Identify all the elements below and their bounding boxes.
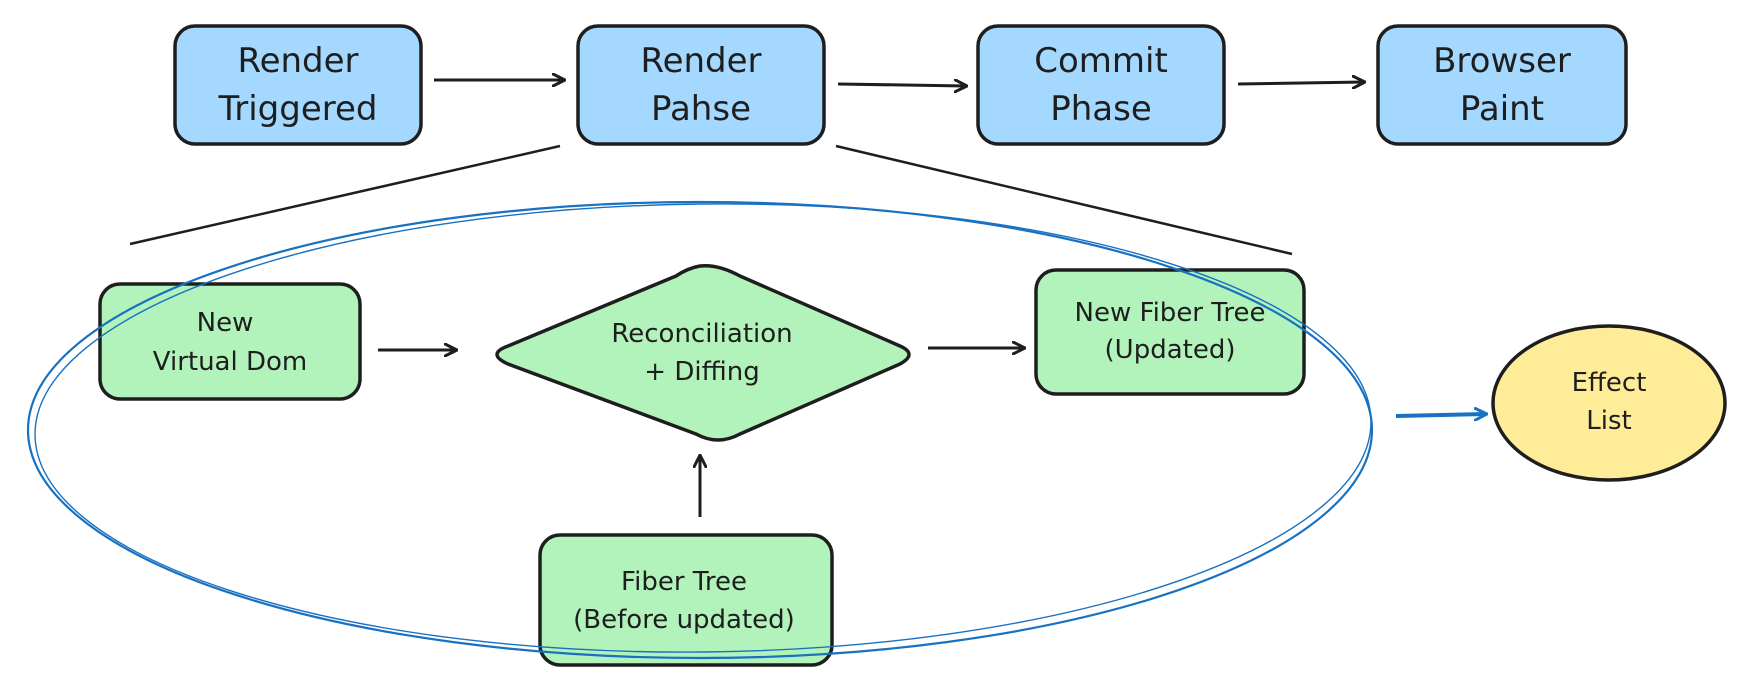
node-new-fiber-tree-box: [1034, 268, 1306, 396]
node-new-fiber-tree-line1: New Fiber Tree: [1075, 298, 1266, 328]
node-reconciliation-diamond: [495, 263, 911, 442]
node-new-fiber-tree: New Fiber Tree (Updated): [1034, 268, 1306, 396]
zoom-line-right: [835, 144, 1293, 256]
node-fiber-tree-before-box: [538, 533, 834, 667]
node-new-fiber-tree-line2: (Updated): [1105, 335, 1236, 365]
node-new-virtual-dom-line2: Virtual Dom: [153, 347, 307, 377]
zoom-line-left: [129, 144, 561, 246]
node-render-triggered-line2: Triggered: [217, 89, 377, 129]
node-commit-phase-line2: Phase: [1050, 89, 1152, 129]
node-browser-paint-line1: Browser: [1433, 41, 1571, 81]
node-commit-phase-box: [976, 24, 1226, 146]
arrow-loop-to-effect-list: [1395, 414, 1486, 416]
node-reconciliation-line1: Reconciliation: [611, 319, 792, 349]
node-render-phase-box: [576, 24, 826, 146]
node-render-triggered-line1: Render: [237, 41, 358, 81]
node-effect-list-ellipse: [1491, 324, 1727, 482]
node-new-virtual-dom-line1: New: [197, 308, 254, 338]
node-render-phase-line2: Pahse: [651, 89, 751, 129]
render-detail-loop: [26, 200, 1374, 660]
node-fiber-tree-before-line1: Fiber Tree: [621, 567, 747, 597]
node-render-triggered-box: [173, 24, 423, 146]
node-new-virtual-dom-box: [98, 282, 362, 401]
node-fiber-tree-before-line2: (Before updated): [573, 605, 795, 635]
node-browser-paint-box: [1376, 24, 1628, 146]
node-reconciliation-line2: + Diffing: [644, 357, 759, 387]
svg-text:Reconciliation+ Diffing: Reconciliation + Diffing: [611, 319, 792, 387]
node-effect-list-line1: Effect: [1572, 368, 1647, 398]
node-render-phase-line1: Render: [640, 41, 761, 81]
node-browser-paint-line2: Paint: [1460, 89, 1544, 129]
node-effect-list-line2: List: [1586, 406, 1631, 436]
node-fiber-tree-before: Fiber Tree (Before updated): [538, 533, 834, 667]
svg-text:Fiber Tree(Before updated): Fiber Tree (Before updated): [573, 567, 795, 635]
arrow-render-to-commit: [837, 84, 966, 86]
arrow-commit-to-paint: [1237, 82, 1364, 84]
svg-text:New Fiber Tree(Updated): New Fiber Tree (Updated): [1075, 298, 1266, 365]
render-detail-loop-overstroke: [34, 203, 1372, 653]
node-commit-phase-line1: Commit: [1034, 41, 1168, 81]
node-reconciliation: Reconciliation + Diffing: [495, 263, 911, 442]
